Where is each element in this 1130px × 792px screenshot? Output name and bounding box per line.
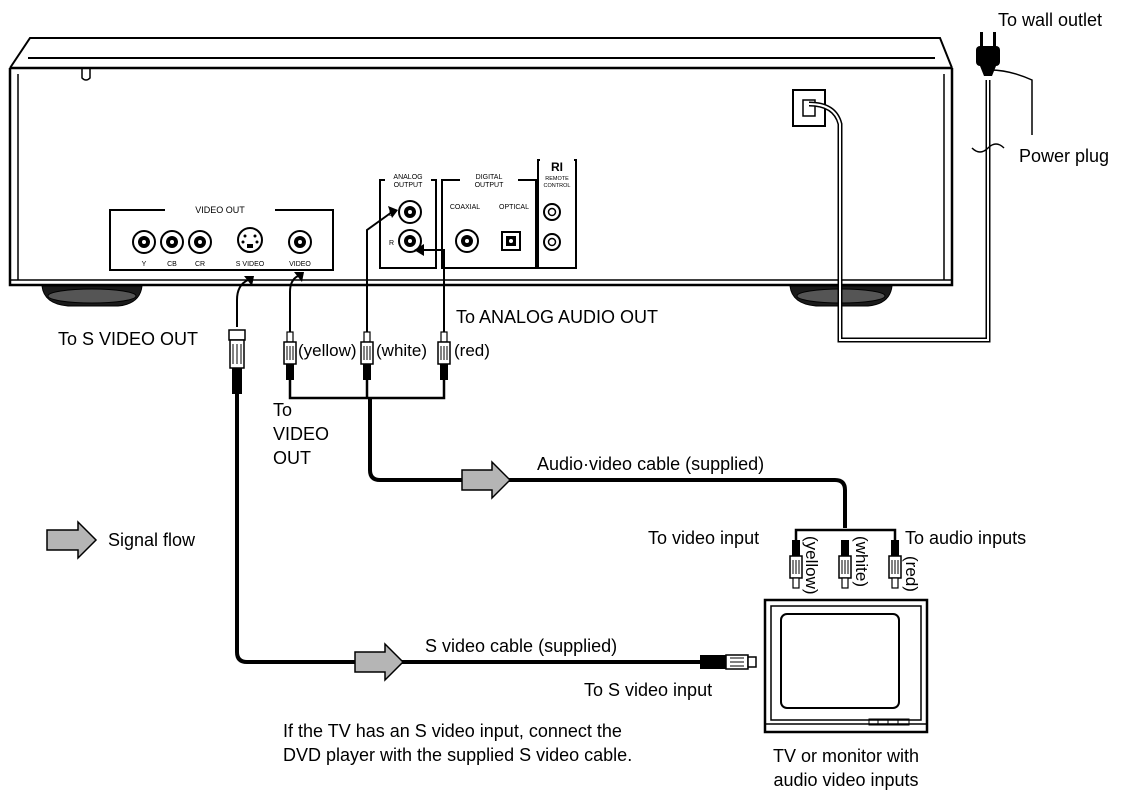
digital-output-panel: DIGITAL OUTPUT COAXIAL OPTICAL	[441, 170, 537, 269]
jack-cr-label: CR	[195, 261, 205, 268]
ri-logo: RI	[551, 160, 563, 174]
note-line2: DVD player with the supplied S video cab…	[283, 745, 632, 765]
yellow-label: (yellow)	[298, 341, 357, 360]
signal-flow-arrow-icon	[46, 520, 98, 560]
jack-optical	[501, 231, 521, 251]
tv-caption-line2: audio video inputs	[773, 770, 918, 790]
video-out-label: VIDEO OUT	[195, 205, 245, 215]
jack-cr	[188, 230, 212, 254]
analog-output-label-1: ANALOG	[393, 174, 422, 181]
jack-coaxial	[455, 229, 479, 253]
to-video-out-line3: OUT	[273, 448, 311, 468]
power-plug-icon	[976, 32, 1000, 76]
to-analog-audio-out-label: To ANALOG AUDIO OUT	[456, 307, 658, 327]
rca-plug-red	[437, 331, 451, 380]
jack-cb	[160, 230, 184, 254]
av-cable-label: Audio·video cable (supplied)	[537, 454, 764, 474]
s-video-cable	[235, 276, 700, 664]
remote-label-2: CONTROL	[544, 183, 571, 189]
note-line1: If the TV has an S video input, connect …	[283, 721, 622, 741]
signal-flow-label: Signal flow	[108, 530, 196, 550]
analog-output-label-2: OUTPUT	[394, 182, 424, 189]
dvd-player	[8, 37, 954, 287]
jack-video-label: VIDEO	[289, 261, 311, 268]
to-video-input-label: To video input	[648, 528, 759, 548]
video-out-panel: VIDEO OUT Y CB CR	[109, 203, 334, 271]
jack-remote-1	[543, 203, 561, 221]
jack-cb-label: CB	[167, 261, 177, 268]
player-feet	[41, 285, 893, 307]
jack-video	[288, 230, 312, 254]
to-s-video-out-label: To S VIDEO OUT	[58, 329, 198, 349]
jack-remote-2	[543, 233, 561, 251]
tv-rca-plug-yellow	[789, 540, 803, 589]
digital-output-label-1: DIGITAL	[476, 174, 503, 181]
rca-plug-yellow	[283, 331, 297, 380]
coaxial-label: COAXIAL	[450, 204, 480, 211]
tv-yellow-label: (yellow)	[802, 536, 821, 595]
jack-s-video-label: S VIDEO	[236, 261, 265, 268]
jack-s-video	[237, 227, 263, 253]
av-cable	[288, 206, 897, 540]
tv-rca-plug-white	[838, 540, 852, 589]
rca-plug-white	[360, 331, 374, 380]
jack-y	[132, 230, 156, 254]
remote-control-panel: RI REMOTE CONTROL	[537, 158, 577, 269]
white-label: (white)	[376, 341, 427, 360]
s-video-plug-tv	[700, 654, 757, 670]
to-video-out-line1: To	[273, 400, 292, 420]
tv-monitor	[763, 598, 929, 734]
power-plug-label: Power plug	[1019, 146, 1109, 166]
wall-outlet-label: To wall outlet	[998, 10, 1102, 30]
jack-analog-l	[398, 200, 422, 224]
red-label: (red)	[454, 341, 490, 360]
to-video-out-line2: VIDEO	[273, 424, 329, 444]
s-video-cable-label: S video cable (supplied)	[425, 636, 617, 656]
optical-label: OPTICAL	[499, 204, 529, 211]
tv-caption-line1: TV or monitor with	[773, 746, 919, 766]
tv-white-label: (white)	[852, 536, 871, 587]
jack-y-label: Y	[142, 261, 147, 268]
jack-r-label: R	[389, 240, 394, 247]
analog-output-panel: ANALOG OUTPUT L R	[379, 170, 437, 269]
to-s-video-input-label: To S video input	[584, 680, 712, 700]
tv-red-label: (red)	[902, 556, 921, 592]
digital-output-label-2: OUTPUT	[475, 182, 505, 189]
s-video-plug-player	[228, 329, 246, 394]
to-audio-inputs-label: To audio inputs	[905, 528, 1026, 548]
av-signal-arrow-icon	[461, 460, 512, 500]
s-video-signal-arrow-icon	[354, 642, 405, 682]
jack-analog-r	[398, 229, 422, 253]
remote-label-1: REMOTE	[545, 176, 569, 182]
tv-rca-plug-red	[888, 540, 902, 589]
